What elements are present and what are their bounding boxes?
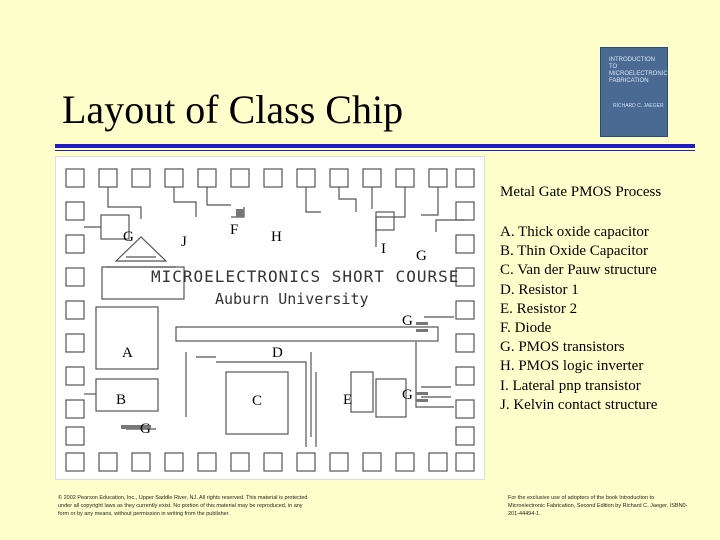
label-g-4: G — [402, 387, 413, 403]
legend-item: C. Van der Pauw structure — [500, 262, 657, 279]
slide-title: Layout of Class Chip — [62, 87, 404, 132]
title-divider-thin — [55, 150, 695, 151]
label-j: J — [181, 234, 187, 250]
title-divider — [55, 144, 695, 148]
label-e: E — [343, 392, 353, 408]
legend-item: E. Resistor 2 — [500, 300, 578, 317]
structure-legend: A. Thick oxide capacitor B. Thin Oxide C… — [500, 223, 657, 415]
label-c: C — [252, 393, 263, 409]
chip-layout-image: MICROELECTRONICS SHORT COURSE Auburn Uni… — [55, 156, 485, 480]
book-cover-image: INTRODUCTION TO MICROELECTRONIC FABRICAT… — [600, 47, 668, 137]
label-a: A — [122, 345, 133, 361]
process-label: Metal Gate PMOS Process — [500, 184, 662, 200]
label-g-1: G — [123, 229, 134, 245]
book-cover-title: INTRODUCTION TO MICROELECTRONIC FABRICAT… — [609, 57, 668, 84]
chip-layout-drawing — [65, 168, 475, 472]
legend-item: B. Thin Oxide Capacitor — [500, 243, 649, 260]
legend-item: D. Resistor 1 — [500, 281, 579, 298]
legend-item: A. Thick oxide capacitor — [500, 224, 649, 240]
label-i: I — [381, 241, 386, 257]
chip-university-text: Auburn University — [215, 290, 369, 308]
chip-course-text: MICROELECTRONICS SHORT COURSE — [151, 267, 460, 286]
label-b: B — [116, 392, 127, 408]
label-h: H — [271, 229, 282, 245]
label-f: F — [230, 222, 239, 238]
legend-item: G. PMOS transistors — [500, 339, 625, 356]
book-cover-author: RICHARD C. JAEGER — [613, 103, 664, 109]
copyright-notice: © 2002 Pearson Education, Inc., Upper Sa… — [58, 495, 308, 517]
legend-item: I. Lateral pnp transistor — [500, 377, 641, 394]
label-g-3: G — [402, 313, 413, 329]
legend-item: J. Kelvin contact structure — [500, 396, 658, 413]
legend-item: F. Diode — [500, 320, 552, 337]
legend-item: H. PMOS logic inverter — [500, 358, 644, 375]
label-g-2: G — [416, 248, 427, 264]
adopter-notice: For the exclusive use of adopters of the… — [508, 495, 688, 517]
label-d: D — [272, 345, 283, 361]
label-g-5: G — [140, 421, 151, 437]
